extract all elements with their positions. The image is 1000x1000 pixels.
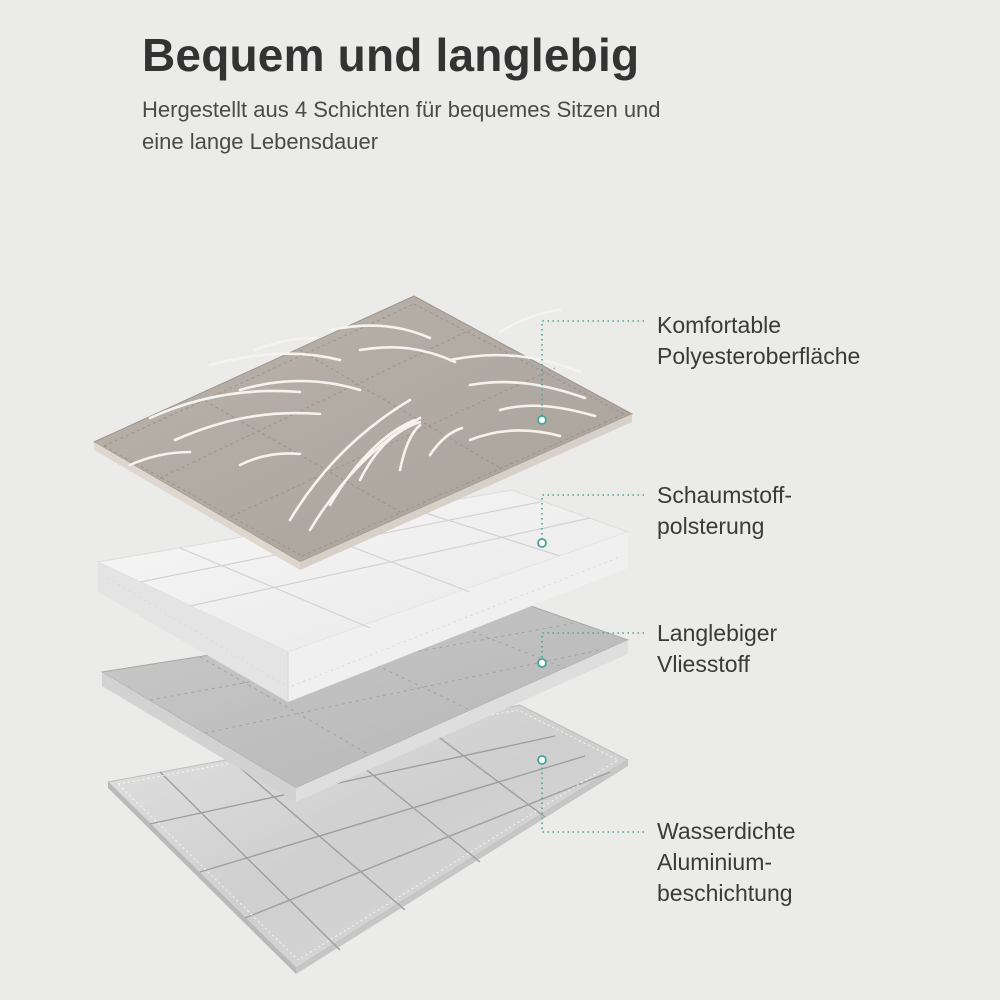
foam-layer — [96, 489, 630, 702]
label-foam-line-1: Schaumstoff- — [657, 482, 793, 508]
label-aluminium-line-1: Wasserdichte — [657, 818, 796, 844]
subtitle-line-1: Hergestellt aus 4 Schichten für bequemes… — [142, 97, 661, 122]
page-subtitle: Hergestellt aus 4 Schichten für bequemes… — [142, 94, 822, 158]
callout-lines — [541, 320, 644, 833]
subtitle-line-2: eine lange Lebensdauer — [142, 129, 379, 154]
label-polyester: Komfortable Polyesteroberfläche — [657, 310, 860, 372]
fleece-layer — [100, 604, 630, 802]
aluminium-layer — [106, 704, 630, 974]
label-fleece-line-2: Vliesstoff — [657, 651, 750, 677]
label-aluminium-line-2: Aluminium- — [657, 849, 773, 875]
label-polyester-line-1: Komfortable — [657, 312, 782, 338]
callout-line-aluminium — [541, 760, 644, 833]
label-aluminium: Wasserdichte Aluminium- beschichtung — [657, 816, 795, 909]
callout-dot-fleece — [537, 658, 547, 668]
page-title: Bequem und langlebig — [142, 29, 640, 81]
label-polyester-line-2: Polyesteroberfläche — [657, 343, 861, 369]
label-fleece: Langlebiger Vliesstoff — [657, 618, 777, 680]
callout-dot-foam — [537, 538, 547, 548]
callout-dot-aluminium — [537, 755, 547, 765]
label-aluminium-line-3: beschichtung — [657, 880, 793, 906]
polyester-layer — [92, 295, 634, 570]
label-foam: Schaumstoff- polsterung — [657, 480, 792, 542]
callout-dot-polyester — [537, 415, 547, 425]
label-foam-line-2: polsterung — [657, 513, 765, 539]
label-fleece-line-1: Langlebiger — [657, 620, 778, 646]
